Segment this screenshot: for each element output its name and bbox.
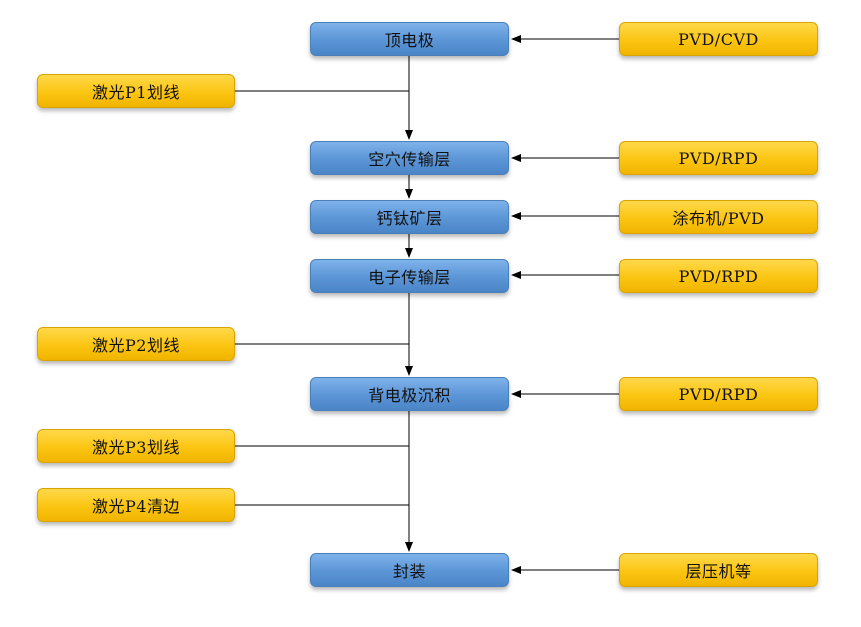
step-label: 电子传输层 <box>368 268 451 287</box>
step-label: 空穴传输层 <box>368 150 451 169</box>
equipment-box: PVD/RPD <box>619 141 818 175</box>
equipment-label: PVD/RPD <box>678 266 759 286</box>
equipment-label: PVD/CVD <box>678 29 759 49</box>
step-back-electrode-deposition: 背电极沉积 <box>310 377 509 411</box>
equipment-label: PVD/RPD <box>678 148 759 168</box>
laser-step-box: 激光P2划线 <box>37 327 235 361</box>
equipment-label: 层压机等 <box>685 562 752 581</box>
equipment-label: PVD/RPD <box>678 384 759 404</box>
laser-step-label: 激光P4清边 <box>92 497 180 516</box>
step-encapsulation: 封装 <box>310 553 509 587</box>
equipment-box: PVD/CVD <box>619 22 818 56</box>
equipment-label: 涂布机/PVD <box>672 209 765 228</box>
step-label: 封装 <box>392 562 426 581</box>
laser-step-box: 激光P4清边 <box>37 488 235 522</box>
laser-step-label: 激光P3划线 <box>92 438 180 457</box>
laser-step-label: 激光P1划线 <box>92 83 180 102</box>
laser-step-label: 激光P2划线 <box>92 336 180 355</box>
step-perovskite-layer: 钙钛矿层 <box>310 200 509 234</box>
equipment-box: PVD/RPD <box>619 259 818 293</box>
step-electron-transport-layer: 电子传输层 <box>310 259 509 293</box>
step-label: 顶电极 <box>384 31 435 50</box>
step-label: 背电极沉积 <box>368 386 451 405</box>
equipment-box: PVD/RPD <box>619 377 818 411</box>
equipment-box: 涂布机/PVD <box>619 200 818 234</box>
step-top-electrode: 顶电极 <box>310 22 509 56</box>
step-hole-transport-layer: 空穴传输层 <box>310 141 509 175</box>
equipment-box: 层压机等 <box>619 553 818 587</box>
step-label: 钙钛矿层 <box>376 209 443 228</box>
laser-step-box: 激光P1划线 <box>37 74 235 108</box>
laser-step-box: 激光P3划线 <box>37 429 235 463</box>
